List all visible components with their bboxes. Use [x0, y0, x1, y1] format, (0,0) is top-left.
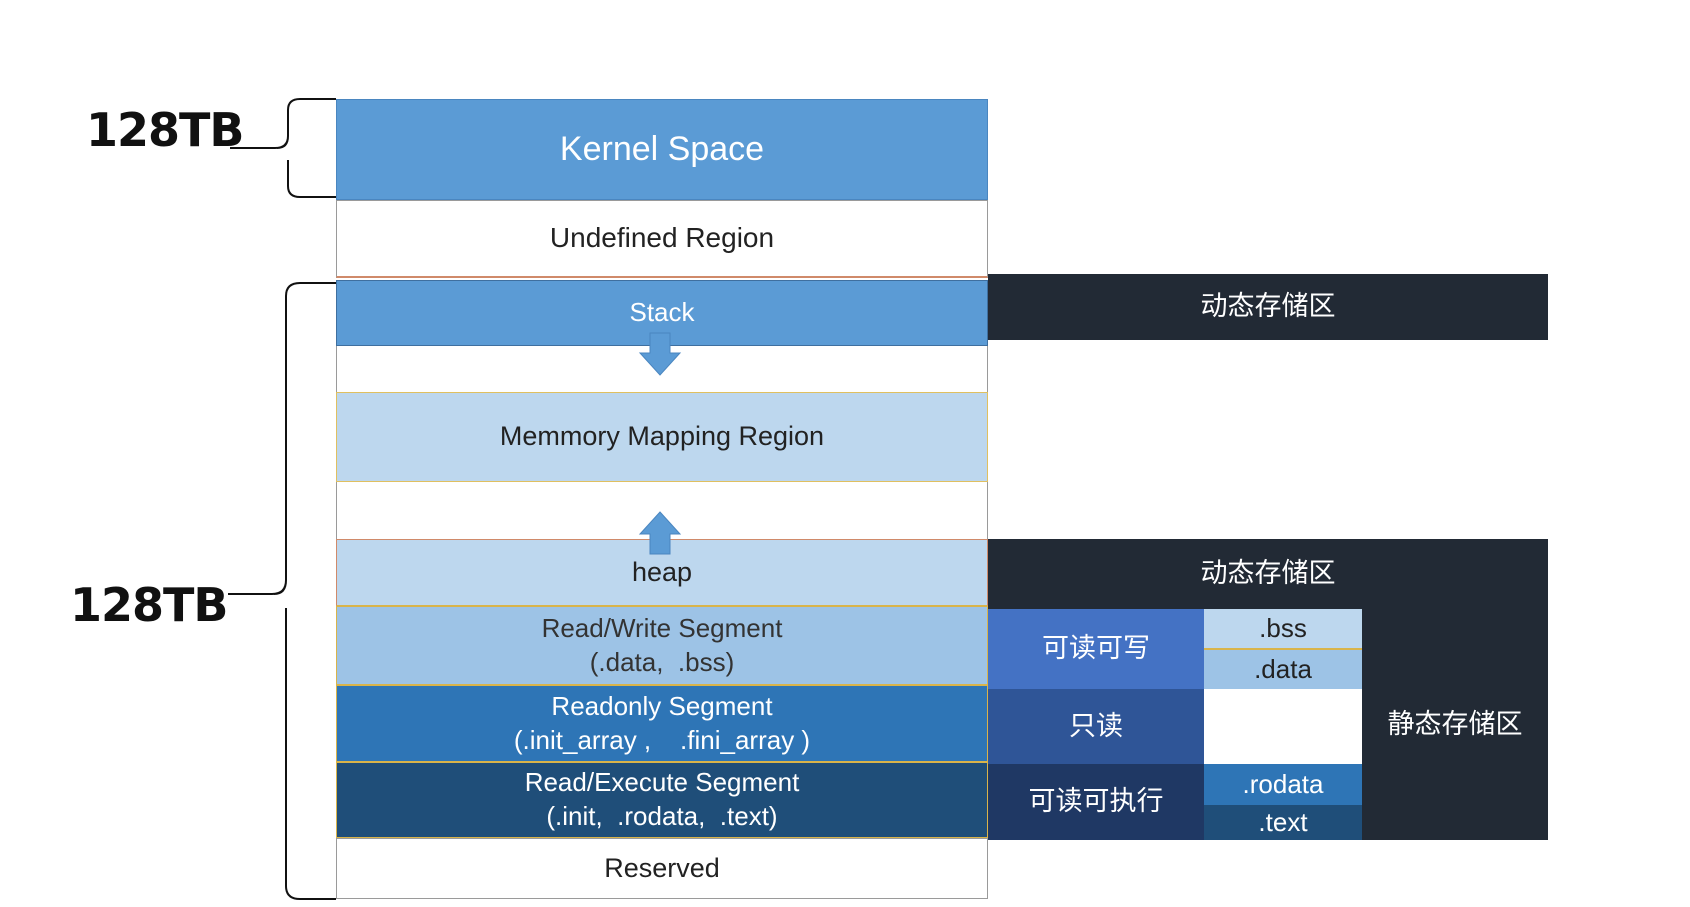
readonly-empty-section	[1204, 689, 1362, 764]
dynamic-storage-stack-label: 动态存储区	[1200, 291, 1336, 322]
read-execute-segment-title: Read/Execute Segment	[524, 767, 800, 798]
readonly-permission-label: 只读	[1069, 710, 1123, 741]
read-execute-permission-label: 可读可执行	[1028, 786, 1164, 817]
kernel-space-region: Kernel Space	[336, 99, 988, 200]
text-section: .text	[1204, 805, 1362, 840]
read-write-permission: 可读可写	[988, 609, 1204, 689]
kernel-space-label: Kernel Space	[559, 130, 765, 169]
kernel-brace	[230, 98, 336, 198]
readonly-segment-title: Readonly Segment	[551, 690, 773, 721]
dynamic-storage-heap-label: 动态存储区	[1200, 558, 1336, 589]
read-execute-segment: Read/Execute Segment (.init, .rodata, .t…	[336, 762, 988, 838]
stack-label: Stack	[629, 297, 695, 328]
bss-section: .bss	[1204, 609, 1362, 650]
readonly-segment: Readonly Segment (.init_array , .fini_ar…	[336, 685, 988, 762]
data-section-label: .data	[1254, 653, 1312, 684]
data-section: .data	[1204, 650, 1362, 689]
heap-label: heap	[631, 556, 693, 587]
rodata-section: .rodata	[1204, 764, 1362, 805]
dynamic-storage-heap-panel: 动态存储区	[988, 539, 1548, 609]
static-storage-label: 静态存储区	[1387, 708, 1523, 739]
undefined-region: Undefined Region	[336, 200, 988, 278]
memory-mapping-label: Memmory Mapping Region	[499, 421, 825, 452]
memory-mapping-region: Memmory Mapping Region	[336, 392, 988, 482]
read-execute-permission: 可读可执行	[988, 764, 1204, 840]
read-write-segment-title: Read/Write Segment	[541, 612, 783, 643]
reserved-region: Reserved	[336, 838, 988, 899]
read-write-segment-sections: (.data, .bss)	[589, 646, 735, 677]
readonly-segment-sections: (.init_array , .fini_array )	[513, 724, 811, 755]
user-size-label: 128TB	[70, 578, 228, 632]
read-write-segment: Read/Write Segment (.data, .bss)	[336, 606, 988, 685]
user-brace	[228, 282, 336, 900]
heap-growth-up-arrow-icon	[638, 511, 682, 555]
dynamic-storage-stack-panel: 动态存储区	[988, 274, 1548, 340]
read-execute-segment-sections: (.init, .rodata, .text)	[546, 801, 778, 831]
static-storage-panel: 静态存储区	[1362, 609, 1548, 840]
undefined-region-label: Undefined Region	[549, 222, 775, 254]
read-write-permission-label: 可读可写	[1042, 633, 1150, 664]
reserved-label: Reserved	[604, 852, 720, 883]
stack-growth-down-arrow-icon	[638, 332, 682, 376]
kernel-size-label: 128TB	[86, 103, 244, 157]
text-section-label: .text	[1258, 806, 1308, 837]
rodata-section-label: .rodata	[1242, 768, 1324, 799]
bss-section-label: .bss	[1259, 612, 1307, 643]
readonly-permission: 只读	[988, 689, 1204, 764]
